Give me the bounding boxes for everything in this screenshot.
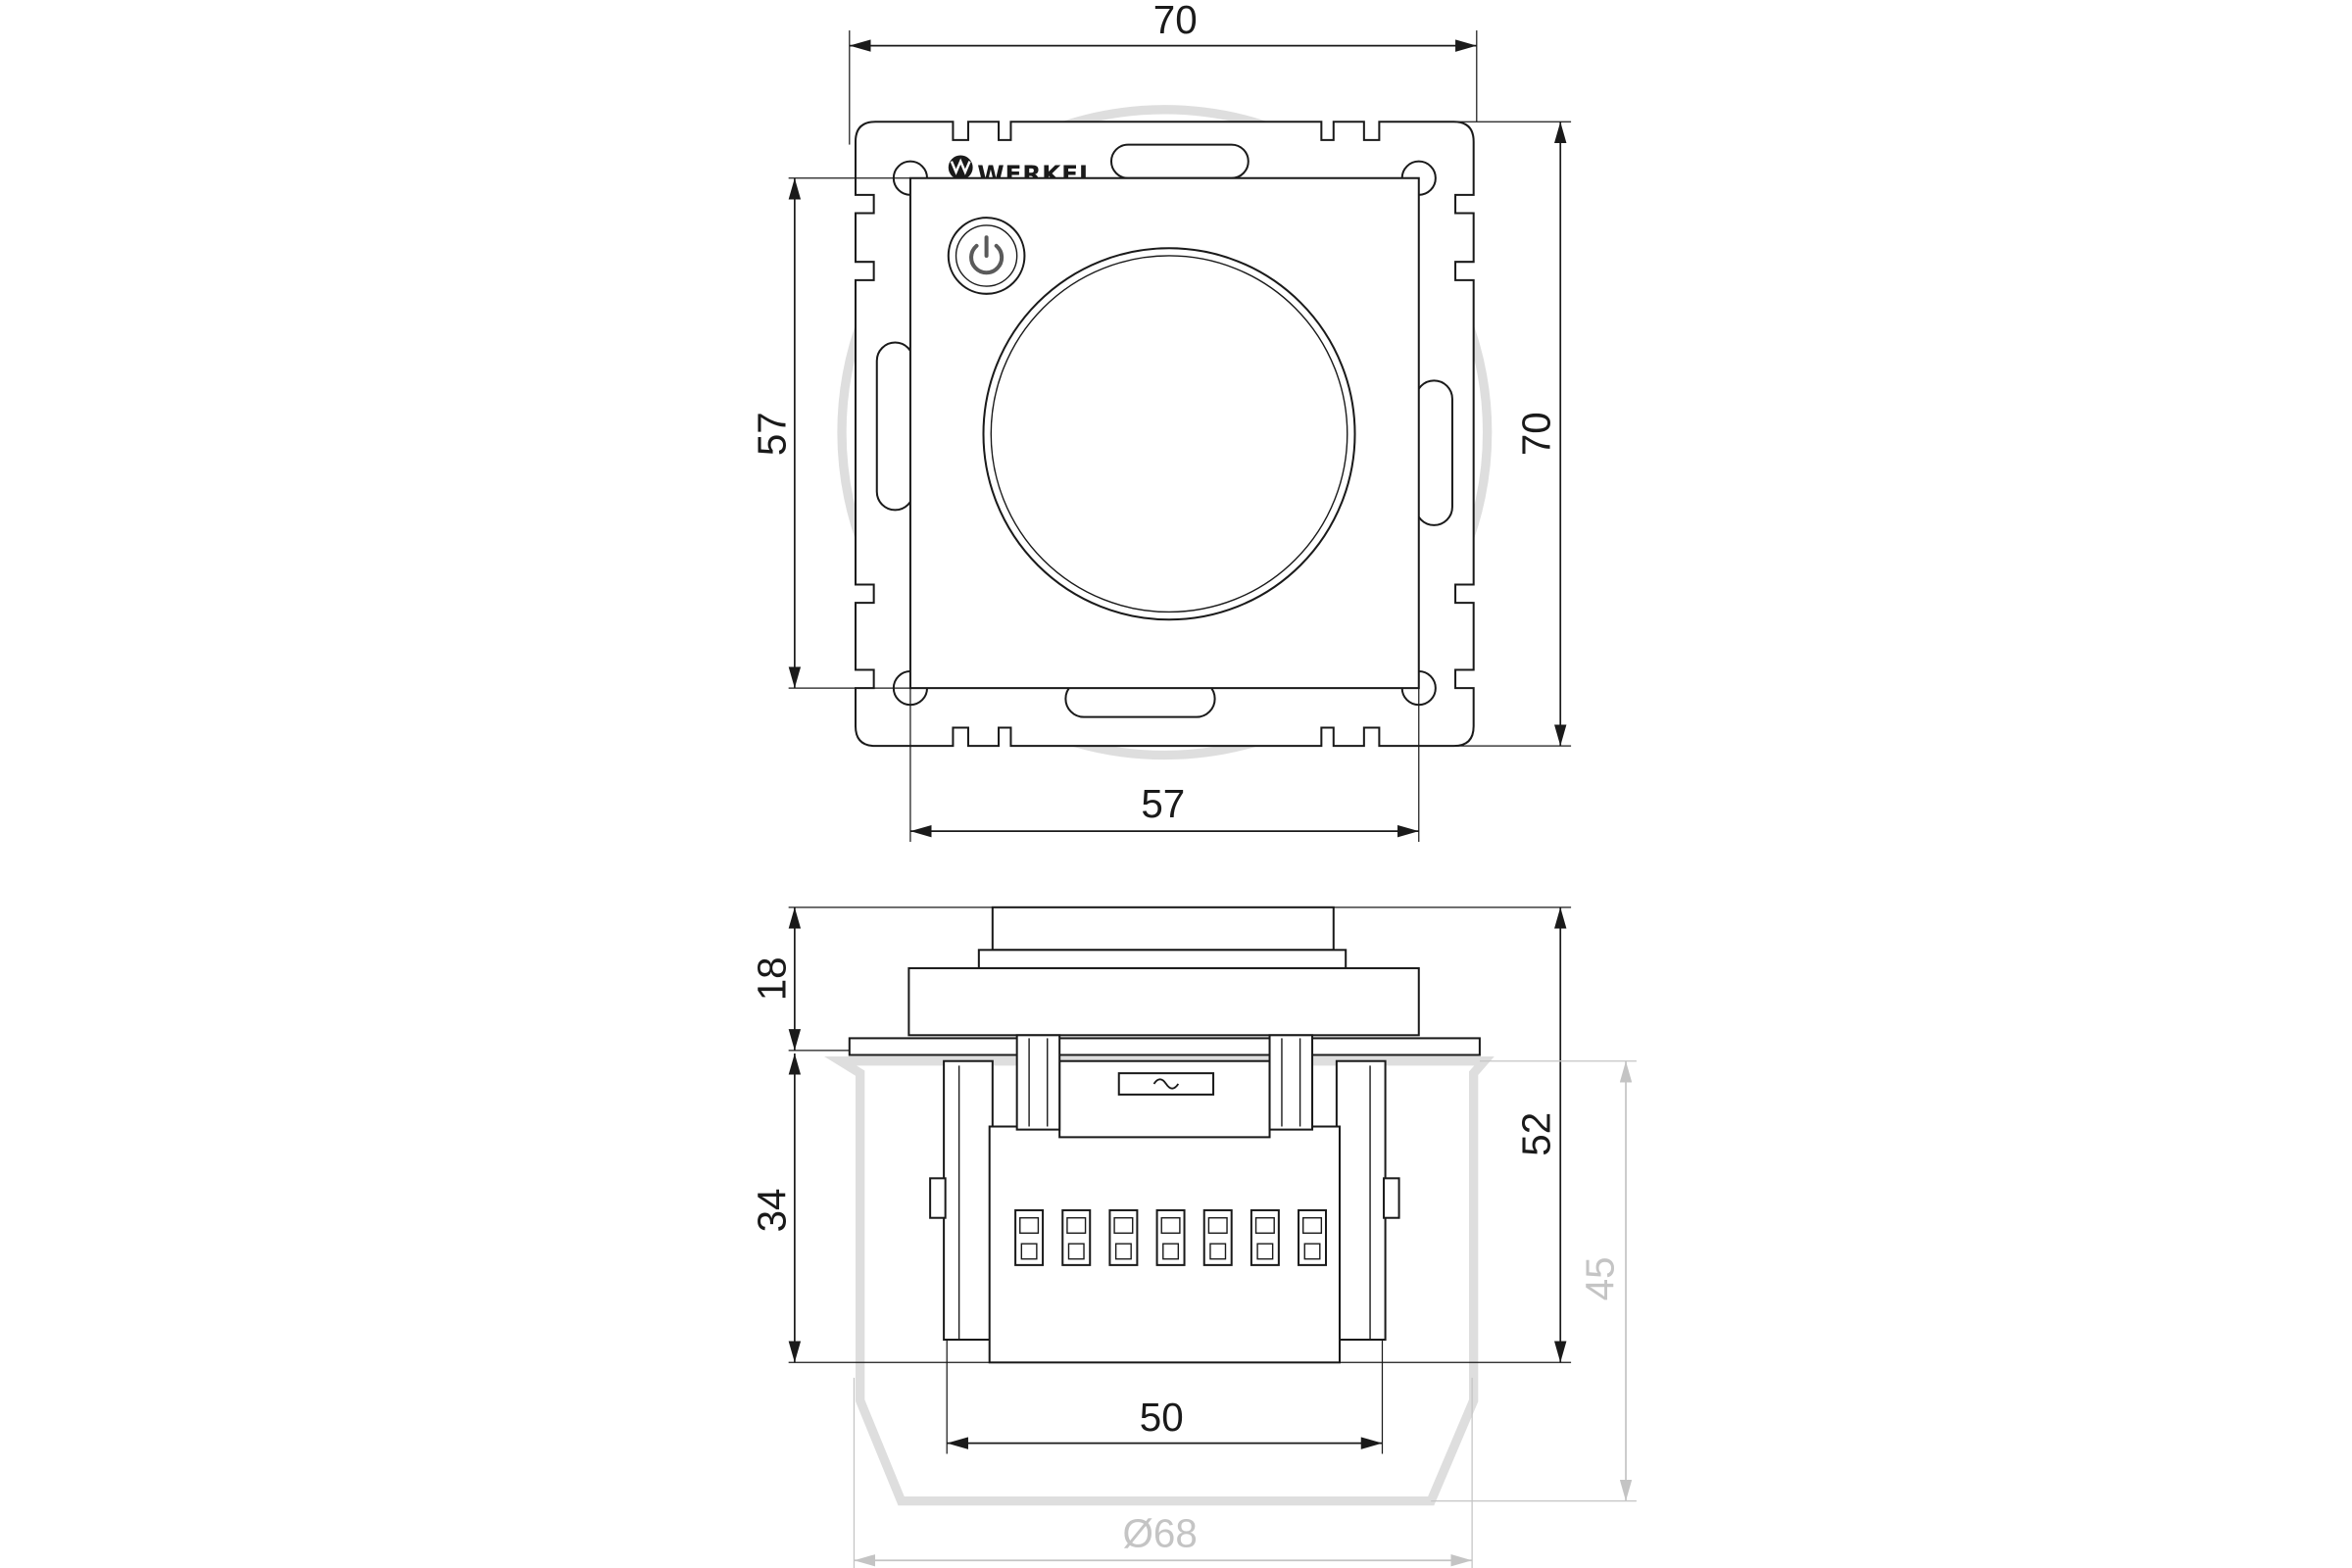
rotary-knob xyxy=(982,247,1356,621)
terminal xyxy=(1108,1208,1139,1266)
ac-symbol-icon xyxy=(1152,1078,1180,1090)
mechanism-post-left xyxy=(943,1059,994,1341)
side-view xyxy=(824,906,1494,1506)
dim-label-box-diameter: Ø68 xyxy=(1123,1510,1198,1555)
power-icon xyxy=(969,235,1004,275)
werkel-logo-icon xyxy=(948,155,973,180)
terminal xyxy=(1014,1208,1045,1266)
mounting-clip-left xyxy=(1015,1034,1061,1131)
mounting-clip-right xyxy=(1268,1034,1314,1131)
dim-label-overall-width: 70 xyxy=(1153,0,1198,42)
dim-label-mechanism-depth: 34 xyxy=(750,1188,795,1232)
terminal xyxy=(1155,1208,1186,1266)
front-plate-side xyxy=(907,966,1420,1037)
terminal xyxy=(1061,1208,1092,1266)
dim-label-plate-height: 57 xyxy=(750,412,795,456)
dim-label-plate-width: 57 xyxy=(1141,781,1185,826)
dim-label-front-depth: 18 xyxy=(750,956,795,1001)
mechanism-hook-left xyxy=(929,1177,947,1219)
dim-label-overall-height: 70 xyxy=(1513,412,1558,456)
top-view: WERKEL xyxy=(837,105,1493,760)
mounting-frame-side xyxy=(848,1037,1481,1056)
mechanism-body xyxy=(929,1034,1400,1364)
dim-label-total-depth: 52 xyxy=(1513,1112,1558,1156)
mechanism-hook-right xyxy=(1383,1177,1400,1219)
frame-slot-left xyxy=(875,341,915,512)
frame-slot-top xyxy=(1109,143,1250,179)
dim-label-mechanism-width: 50 xyxy=(1140,1395,1184,1440)
top-view-dimensions: 70 70 57 57 xyxy=(750,0,1572,843)
terminal xyxy=(1202,1208,1233,1266)
side-view-dimensions: 18 34 52 45 50 Ø68 xyxy=(750,906,1637,1568)
dim-label-box-depth: 45 xyxy=(1578,1256,1623,1300)
frame-slot-right xyxy=(1414,379,1453,526)
terminal xyxy=(1250,1208,1280,1266)
knob-ring xyxy=(977,949,1348,969)
terminal xyxy=(1298,1208,1328,1266)
wall-box-outline xyxy=(837,105,1493,760)
knob-cap xyxy=(991,906,1335,952)
mechanism-post-right xyxy=(1335,1059,1387,1341)
power-button xyxy=(947,217,1026,295)
